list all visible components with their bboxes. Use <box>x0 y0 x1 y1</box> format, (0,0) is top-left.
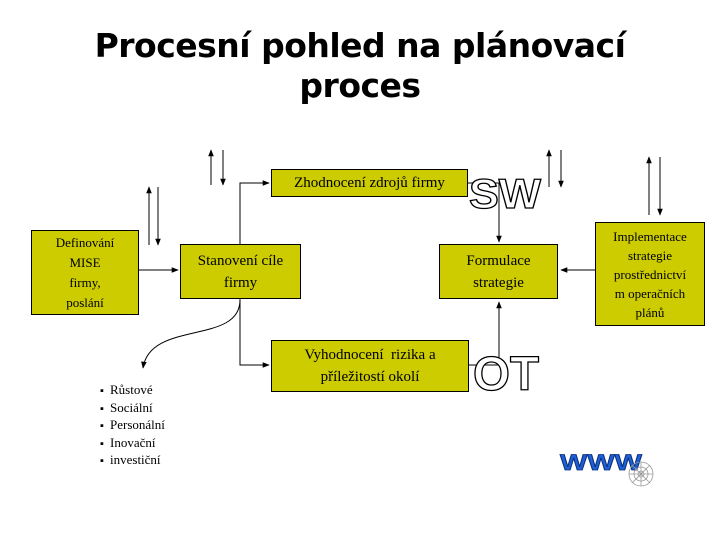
arrow-zdroje-to-formulace <box>468 182 502 243</box>
box-formulace-line: Formulace <box>466 252 531 269</box>
box-cil-line: Stanovení cíle <box>197 252 284 269</box>
box-mise-line: firmy, <box>69 274 101 290</box>
box-stanoveni-cile: Stanovení cíle firmy <box>180 244 301 299</box>
list-item: Růstové <box>100 382 165 400</box>
arrow-riziko-to-formulace <box>469 301 502 366</box>
swot-sw-label: SW <box>469 170 541 217</box>
www-logo-text: WWW <box>560 450 642 475</box>
box-impl-line: strategie <box>627 247 673 263</box>
list-item: Personální <box>100 417 165 435</box>
spider-web-icon <box>628 461 654 487</box>
list-item: investiční <box>100 452 165 470</box>
box-impl-line: Implementace <box>613 228 687 244</box>
box-impl-line: prostřednictví <box>613 266 687 282</box>
box-mise-line: poslání <box>66 294 104 310</box>
list-item: Inovační <box>100 435 165 453</box>
box-definovani-mise: Definování MISE firmy, poslání <box>31 230 139 315</box>
www-logo: WWW <box>560 450 654 487</box>
box-riziko-line: příležitostí okolí <box>320 369 420 385</box>
box-formulace-strategie: Formulace strategie <box>439 244 558 299</box>
box-zhodnoceni-zdroju: Zhodnocení zdrojů firmy <box>271 169 468 197</box>
box-cil-line: firmy <box>223 274 258 291</box>
title-line-1: Procesní pohled na plánovací <box>94 26 626 65</box>
title-line-2: proces <box>299 66 421 105</box>
list-item: Sociální <box>100 400 165 418</box>
swot-ot-label: OT <box>473 348 539 401</box>
arrow-cil-to-riziko <box>239 299 270 368</box>
box-vyhodnoceni-rizika: Vyhodnocení rizika a příležitostí okolí <box>271 340 469 392</box>
page-title: Procesní pohled na plánovací proces <box>0 26 720 106</box>
box-riziko-line: Vyhodnocení rizika a <box>304 347 436 363</box>
factor-list: Růstové Sociální Personální Inovační inv… <box>100 382 165 470</box>
box-zhodnoceni-zdroju-label: Zhodnocení zdrojů firmy <box>294 174 445 191</box>
arrow-cil-to-zdroje <box>239 180 270 244</box>
box-implementace-strategie: Implementace strategie prostřednictví m … <box>595 222 705 326</box>
box-impl-line: plánů <box>635 304 665 320</box>
box-mise-line: MISE <box>69 254 101 270</box>
box-mise-line: Definování <box>55 234 115 250</box>
box-formulace-line: strategie <box>473 274 524 291</box>
arrow-cil-to-factors <box>141 299 241 369</box>
box-impl-line: m operačních <box>614 285 686 301</box>
